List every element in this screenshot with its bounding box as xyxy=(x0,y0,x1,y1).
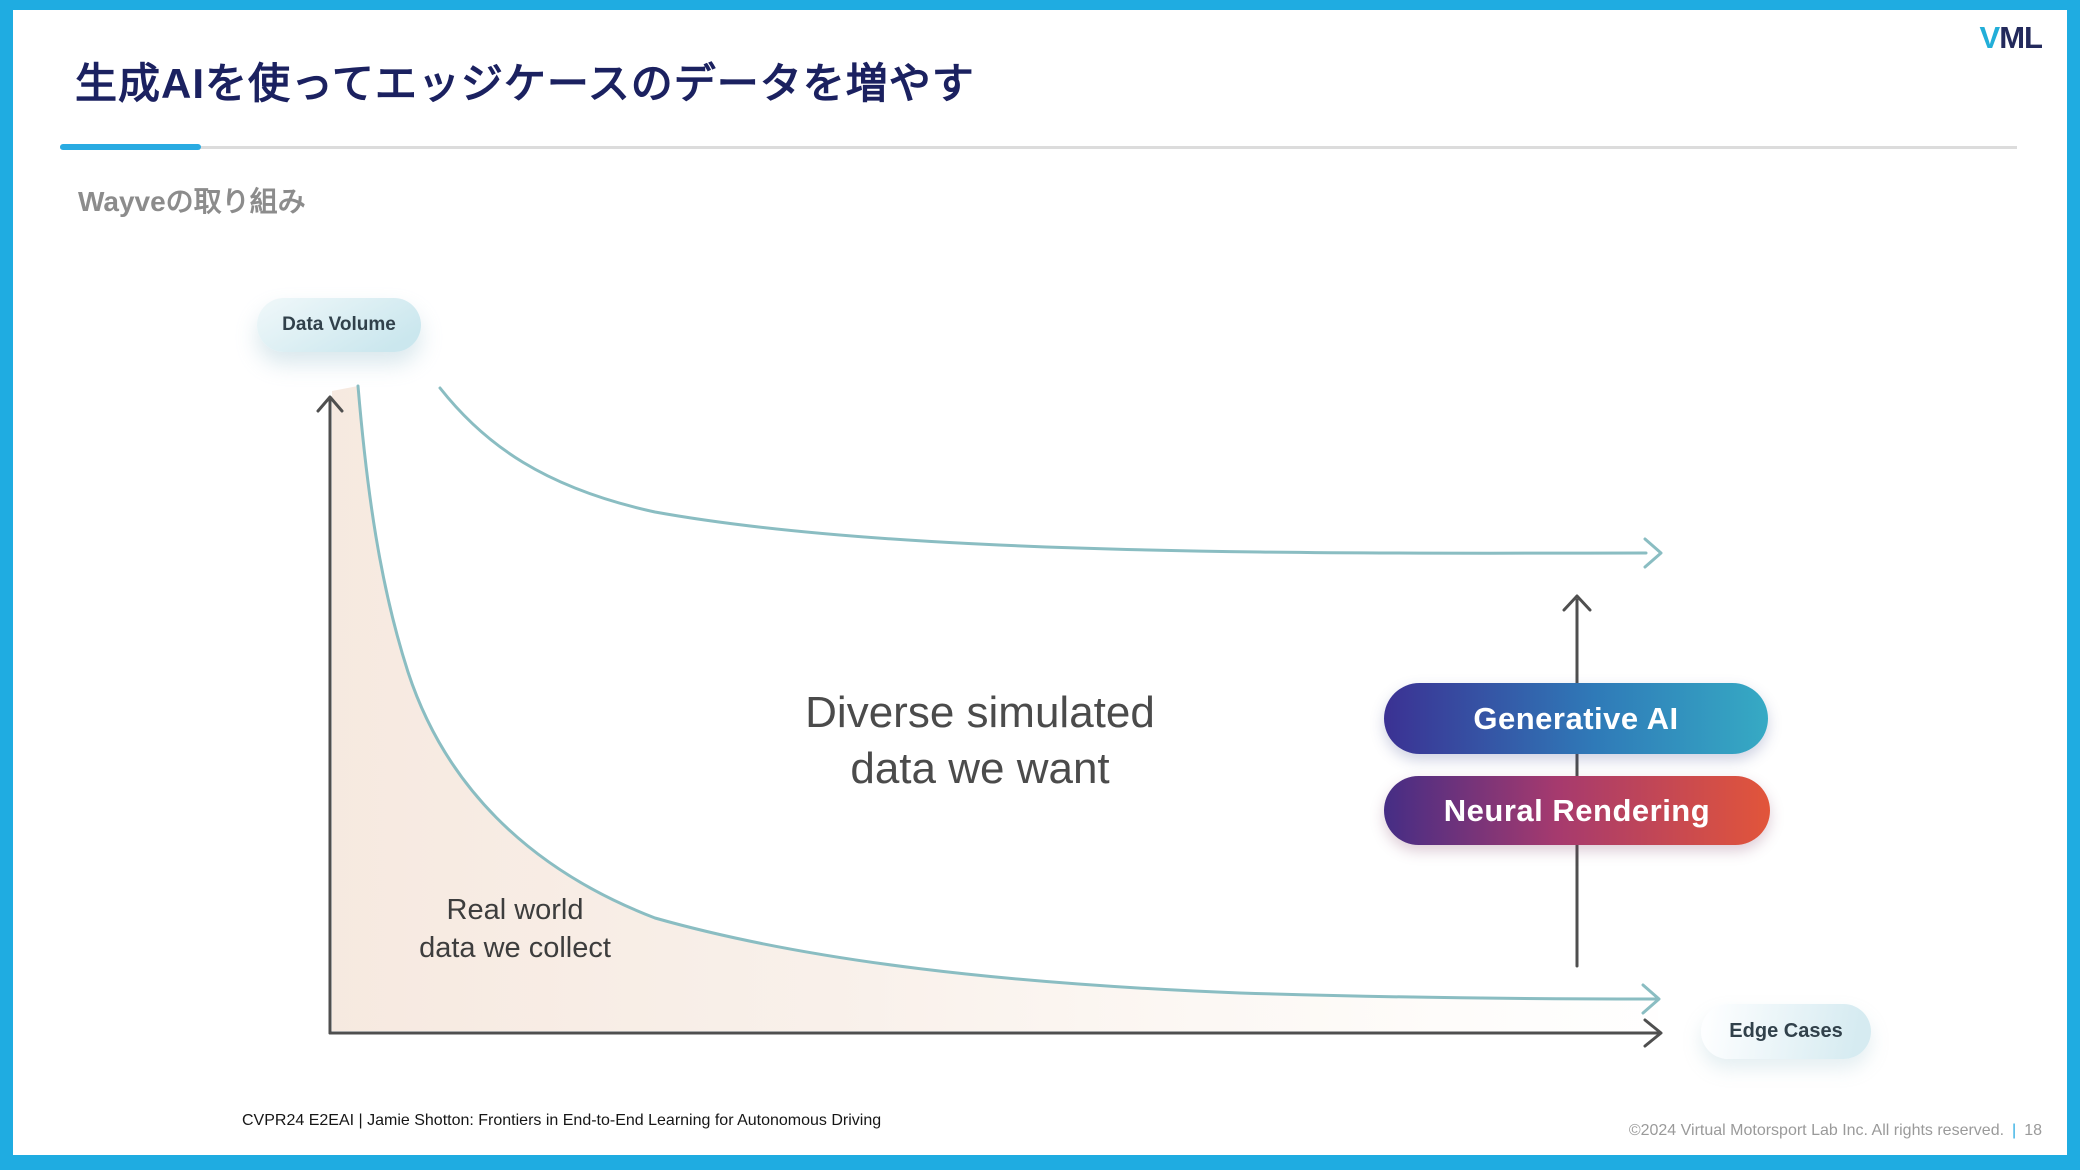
generative-ai-badge: Generative AI xyxy=(1384,683,1768,754)
real-world-data-label: Real world data we collect xyxy=(320,892,710,967)
data-volume-axis-label: Data Volume xyxy=(257,298,421,352)
x-axis-arrowhead xyxy=(1643,1018,1663,1048)
diverse-simulated-label-line1: Diverse simulated xyxy=(805,688,1155,737)
real-world-data-label-line1: Real world xyxy=(446,894,584,926)
real-world-data-label-line2: data we collect xyxy=(419,931,611,964)
slide-title: 生成AIを使ってエッジケースのデータを増やす xyxy=(75,60,975,107)
footer-copyright: ©2024 Virtual Motorsport Lab Inc. All ri… xyxy=(1628,1122,2005,1139)
footer-copyright-group: ©2024 Virtual Motorsport Lab Inc. All ri… xyxy=(1629,1122,2042,1140)
vml-logo-v: V xyxy=(1979,20,2001,55)
title-rule-accent xyxy=(60,144,201,150)
real-world-area-fill xyxy=(332,386,1658,1031)
vml-logo: VML xyxy=(1979,20,2043,56)
edge-cases-axis-label: Edge Cases xyxy=(1701,1004,1871,1059)
footer-citation: CVPR24 E2EAI | Jamie Shotton: Frontiers … xyxy=(242,1112,882,1129)
uplift-arrow-arrowhead xyxy=(1562,594,1592,612)
real-world-data-curve xyxy=(356,384,1658,1001)
footer-separator: | xyxy=(2012,1122,2017,1139)
simulated-data-curve xyxy=(438,386,1648,555)
y-axis-arrowhead xyxy=(316,395,344,413)
neural-rendering-badge: Neural Rendering xyxy=(1384,776,1770,845)
vml-logo-ml: ML xyxy=(1999,20,2043,55)
title-rule xyxy=(60,146,2017,149)
real-world-curve-arrowhead xyxy=(1641,983,1661,1015)
slide-subtitle: Wayveの取り組み xyxy=(78,186,306,217)
simulated-curve-arrowhead xyxy=(1643,537,1663,569)
diverse-simulated-label-line2: data we want xyxy=(850,743,1110,793)
diverse-simulated-label: Diverse simulated data we want xyxy=(650,685,1310,797)
page-number: 18 xyxy=(2024,1122,2042,1139)
